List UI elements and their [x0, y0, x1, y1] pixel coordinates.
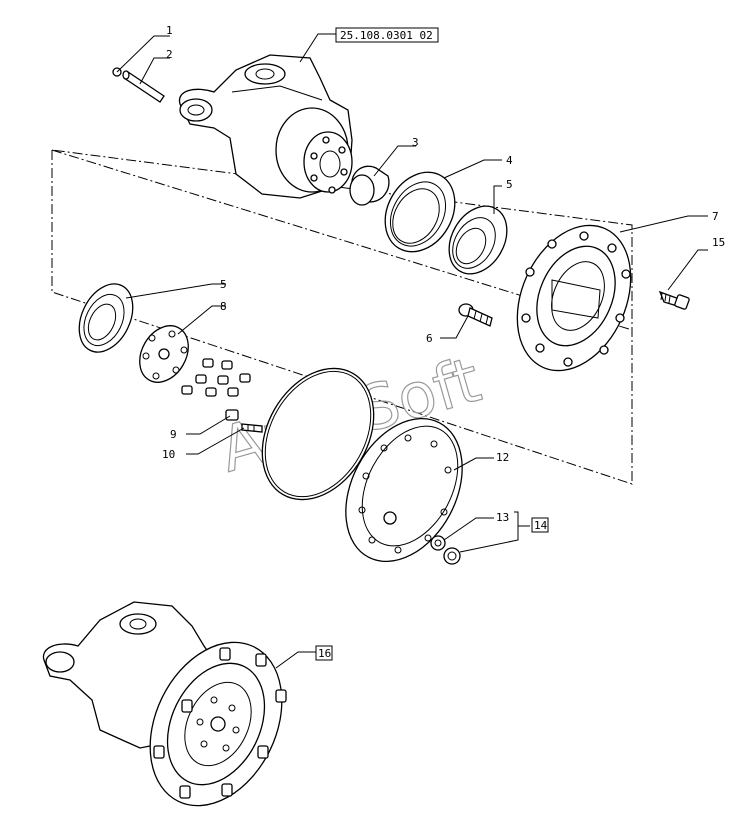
callout-12: 12: [496, 451, 509, 464]
part-8-plate: [139, 325, 189, 383]
reference-box-text: 25.108.0301 02: [340, 29, 433, 42]
callout-labels: 1 2 3 4 5 7 15 6 5 8 9 10 12 13 25.108.0…: [162, 24, 725, 661]
callout-14: 14: [534, 519, 548, 532]
part-6-stud: [458, 303, 493, 327]
part-4-seal: [384, 171, 456, 253]
part-2-pin: [122, 70, 165, 103]
callout-13: 13: [496, 511, 509, 524]
callout-6: 6: [426, 332, 433, 345]
part-15-bolt: [658, 290, 690, 310]
callout-7: 7: [712, 210, 719, 223]
part-5-bearing-lower: [78, 283, 134, 353]
part-9-nut: [225, 409, 239, 421]
leader-lines: [116, 33, 708, 669]
part-5-bearing-upper: [448, 205, 508, 275]
reference-box-frame: [335, 27, 439, 43]
part-7-wheel-hub: [516, 224, 632, 372]
callout-10: 10: [162, 448, 175, 461]
callout-16: 16: [318, 647, 331, 660]
callout-1: 1: [166, 24, 173, 37]
callout-5-upper: 5: [506, 178, 513, 191]
steering-knuckle-top: [178, 54, 353, 199]
callout-16-frame: [315, 645, 333, 661]
drain-plug: [443, 547, 461, 565]
callout-5-lower: 5: [220, 278, 227, 291]
knuckle-hub-assembly: [42, 601, 287, 807]
part-3-bearing-cup: [349, 165, 390, 206]
callout-14-frame: [531, 517, 549, 533]
callout-8: 8: [220, 300, 227, 313]
part-12-cover: [345, 417, 463, 563]
callout-9: 9: [170, 428, 177, 441]
callout-2: 2: [166, 48, 173, 61]
part-10-screw: [241, 423, 263, 433]
nut-cluster: [181, 358, 251, 397]
callout-3: 3: [412, 136, 419, 149]
callout-15: 15: [712, 236, 725, 249]
callout-4: 4: [506, 154, 513, 167]
part-13-washer: [430, 535, 446, 551]
